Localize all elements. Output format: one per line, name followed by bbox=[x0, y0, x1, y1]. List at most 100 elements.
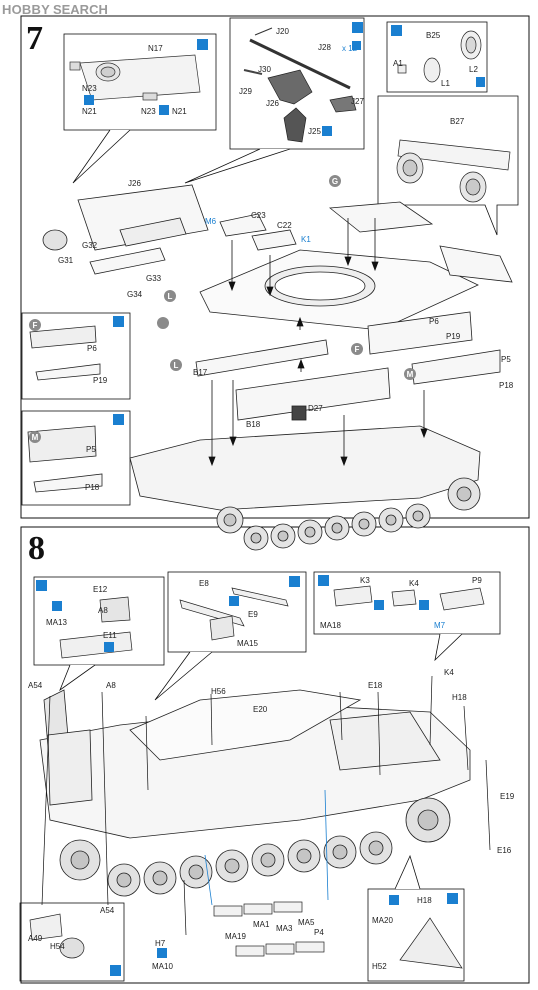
reference-marker-letter: L bbox=[174, 361, 179, 370]
glue-icon bbox=[110, 965, 121, 976]
part-label-m7: M7 bbox=[434, 621, 446, 630]
part-label-h54: H54 bbox=[50, 942, 65, 951]
part-label-e11: E11 bbox=[103, 631, 117, 640]
part-label-e18: E18 bbox=[368, 681, 383, 690]
reference-marker-letter: M bbox=[32, 433, 39, 442]
part-label-h52: H52 bbox=[372, 962, 387, 971]
part-label-c23: C23 bbox=[251, 211, 266, 220]
part-label-a54a: A54 bbox=[28, 681, 43, 690]
step7-reference-markers: G L L F F M M bbox=[29, 175, 416, 443]
part-label-e16: E16 bbox=[497, 846, 512, 855]
part-label-ma20: MA20 bbox=[372, 916, 393, 925]
part-label-p9: P9 bbox=[472, 576, 482, 585]
reference-marker-letter: M bbox=[407, 370, 414, 379]
part-label-j29: J29 bbox=[239, 87, 252, 96]
part-label-m6: M6 bbox=[205, 217, 217, 226]
reference-marker-letter: F bbox=[355, 345, 360, 354]
step8-box-A8 bbox=[33, 576, 165, 666]
part-label-a8b: A8 bbox=[106, 681, 116, 690]
glue-icon bbox=[113, 316, 124, 327]
part-label-a54b: A54 bbox=[100, 906, 115, 915]
glue-icon bbox=[447, 893, 458, 904]
part-label-n23a: N23 bbox=[82, 84, 97, 93]
step7-box-idler bbox=[386, 21, 488, 93]
reference-marker-letter: G bbox=[332, 177, 338, 186]
part-label-k4a: K4 bbox=[409, 579, 419, 588]
part-label-h18a: H18 bbox=[452, 693, 467, 702]
reference-marker-g bbox=[329, 175, 341, 187]
remove-icon bbox=[84, 95, 94, 105]
part-label-k4b: K4 bbox=[444, 668, 454, 677]
reference-marker-f-b bbox=[351, 343, 363, 355]
part-label-n23b: N23 bbox=[141, 107, 156, 116]
part-label-n21b: N21 bbox=[172, 107, 187, 116]
glue-icon bbox=[289, 576, 300, 587]
part-label-j20: J20 bbox=[276, 27, 289, 36]
part-label-ma19: MA19 bbox=[225, 932, 246, 941]
part-label-a8a: A8 bbox=[98, 606, 108, 615]
part-label-ma5: MA5 bbox=[298, 918, 315, 927]
glue-icon bbox=[391, 25, 402, 36]
part-label-a1: A1 bbox=[393, 59, 403, 68]
part-label-x12: x 12 bbox=[342, 44, 358, 53]
part-label-p19a: P19 bbox=[93, 376, 108, 385]
part-label-g34: G34 bbox=[127, 290, 143, 299]
watermark-logo: HOBBY bbox=[2, 2, 50, 17]
part-label-l2: L2 bbox=[469, 65, 478, 74]
part-label-j25: J25 bbox=[308, 127, 321, 136]
part-label-ma1: MA1 bbox=[253, 920, 270, 929]
step8-box-E8 bbox=[167, 571, 307, 653]
reference-marker-letter: F bbox=[33, 321, 38, 330]
part-label-j27: J27 bbox=[351, 97, 364, 106]
step7-box-mg bbox=[229, 17, 365, 150]
reference-marker-letter: L bbox=[168, 292, 173, 301]
remove-icon bbox=[322, 126, 332, 136]
remove-icon bbox=[157, 948, 167, 958]
part-label-p5b: P5 bbox=[86, 445, 96, 454]
part-label-h18b: H18 bbox=[417, 896, 432, 905]
part-label-ma13: MA13 bbox=[46, 618, 67, 627]
part-label-e9: E9 bbox=[248, 610, 258, 619]
part-label-d27: D27 bbox=[308, 404, 323, 413]
part-label-h56: H56 bbox=[211, 687, 226, 696]
part-label-k1: K1 bbox=[301, 235, 311, 244]
part-label-p6b: P6 bbox=[429, 317, 439, 326]
glue-icon bbox=[113, 414, 124, 425]
glue-icon bbox=[352, 22, 363, 33]
watermark: HOBBY SEARCH bbox=[2, 2, 108, 17]
part-label-b27: B27 bbox=[450, 117, 465, 126]
part-label-e20: E20 bbox=[253, 705, 268, 714]
part-label-p18a: P18 bbox=[499, 381, 514, 390]
part-label-g32: G32 bbox=[82, 241, 98, 250]
part-label-a49: A49 bbox=[28, 934, 43, 943]
remove-icon bbox=[374, 600, 384, 610]
part-label-j28: J28 bbox=[318, 43, 331, 52]
part-label-ma15: MA15 bbox=[237, 639, 258, 648]
glue-icon bbox=[36, 580, 47, 591]
reference-marker-plain bbox=[157, 317, 169, 329]
part-label-b17: B17 bbox=[193, 368, 208, 377]
remove-icon bbox=[52, 601, 62, 611]
part-label-e12: E12 bbox=[93, 585, 108, 594]
part-label-n21a: N21 bbox=[82, 107, 97, 116]
step8-box-K3 bbox=[313, 571, 501, 635]
part-label-b25: B25 bbox=[426, 31, 441, 40]
part-label-ma10: MA10 bbox=[152, 962, 173, 971]
part-label-p18b: P18 bbox=[85, 483, 100, 492]
glue-icon bbox=[197, 39, 208, 50]
part-label-ma18: MA18 bbox=[320, 621, 341, 630]
part-label-h7: H7 bbox=[155, 939, 166, 948]
glue-icon bbox=[318, 575, 329, 586]
part-label-p5a: P5 bbox=[501, 355, 511, 364]
remove-icon bbox=[159, 105, 169, 115]
remove-icon bbox=[104, 642, 114, 652]
remove-icon bbox=[419, 600, 429, 610]
part-label-n17: N17 bbox=[148, 44, 163, 53]
remove-icon bbox=[229, 596, 239, 606]
part-label-x2: x2 bbox=[477, 79, 486, 88]
part-label-e8: E8 bbox=[199, 579, 209, 588]
reference-marker-m-a bbox=[404, 368, 416, 380]
part-label-c22: C22 bbox=[277, 221, 292, 230]
step7-box-hatch bbox=[63, 33, 217, 131]
